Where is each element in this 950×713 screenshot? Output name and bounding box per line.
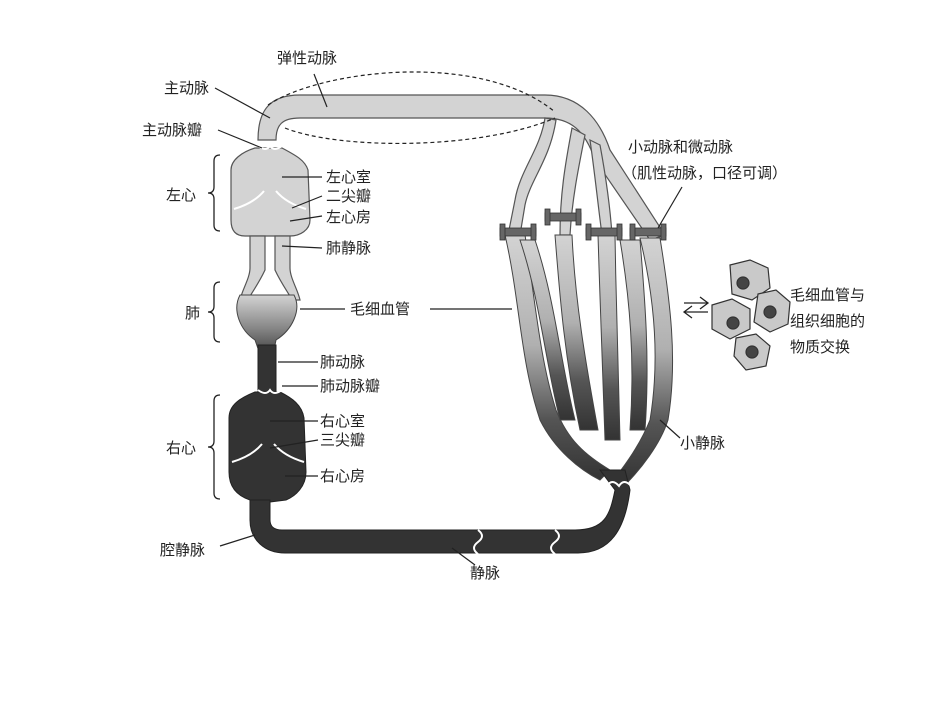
lung-brace [207,281,221,343]
label-right-ventricle: 右心室 [320,412,365,430]
leader-lines [214,73,683,566]
label-tricuspid-valve: 三尖瓣 [320,431,365,449]
exchange-arrows [682,296,710,319]
label-right-heart: 右心 [166,439,196,457]
pulmonary-vein-vessel [239,235,266,301]
label-elastic-artery: 弹性动脉 [277,49,337,67]
left-heart-shape [230,147,311,237]
elastic-arch-dashed [267,71,556,145]
label-exchange-line2: 组织细胞的 [790,312,865,330]
label-vein: 静脉 [470,564,500,582]
label-capillary: 毛细血管 [350,300,410,318]
arteriole-sphincters [499,208,667,241]
label-lung: 肺 [185,304,200,322]
label-exchange-line1: 毛细血管与 [790,286,865,304]
label-vena-cava: 腔静脉 [160,541,205,559]
venous-system [228,344,631,554]
pulmonary-artery-vessel [257,344,277,393]
label-right-atrium: 右心房 [320,467,365,485]
label-exchange-line3: 物质交换 [790,338,850,356]
label-aorta: 主动脉 [164,79,209,97]
label-left-ventricle: 左心室 [326,168,371,186]
label-pulmonary-artery: 肺动脉 [320,353,365,371]
label-arteriole-line1: 小动脉和微动脉 [628,138,733,156]
right-heart-brace [207,394,221,500]
label-pulmonary-vein: 肺静脉 [326,239,371,257]
valve-marks [231,144,632,555]
arterial-system [230,94,666,301]
vena-cava-vessel [249,469,631,554]
label-aortic-valve: 主动脉瓣 [142,121,202,139]
tissue-cells [711,259,791,371]
systemic-capillaries [504,234,674,486]
label-left-heart: 左心 [166,186,196,204]
label-left-atrium: 左心房 [326,208,371,226]
label-mitral-valve: 二尖瓣 [326,187,371,205]
left-heart-brace [207,154,221,232]
label-arteriole-line2: （肌性动脉，口径可调） [622,164,787,182]
label-venule: 小静脉 [680,434,725,452]
label-pulmonary-valve: 肺动脉瓣 [320,377,380,395]
